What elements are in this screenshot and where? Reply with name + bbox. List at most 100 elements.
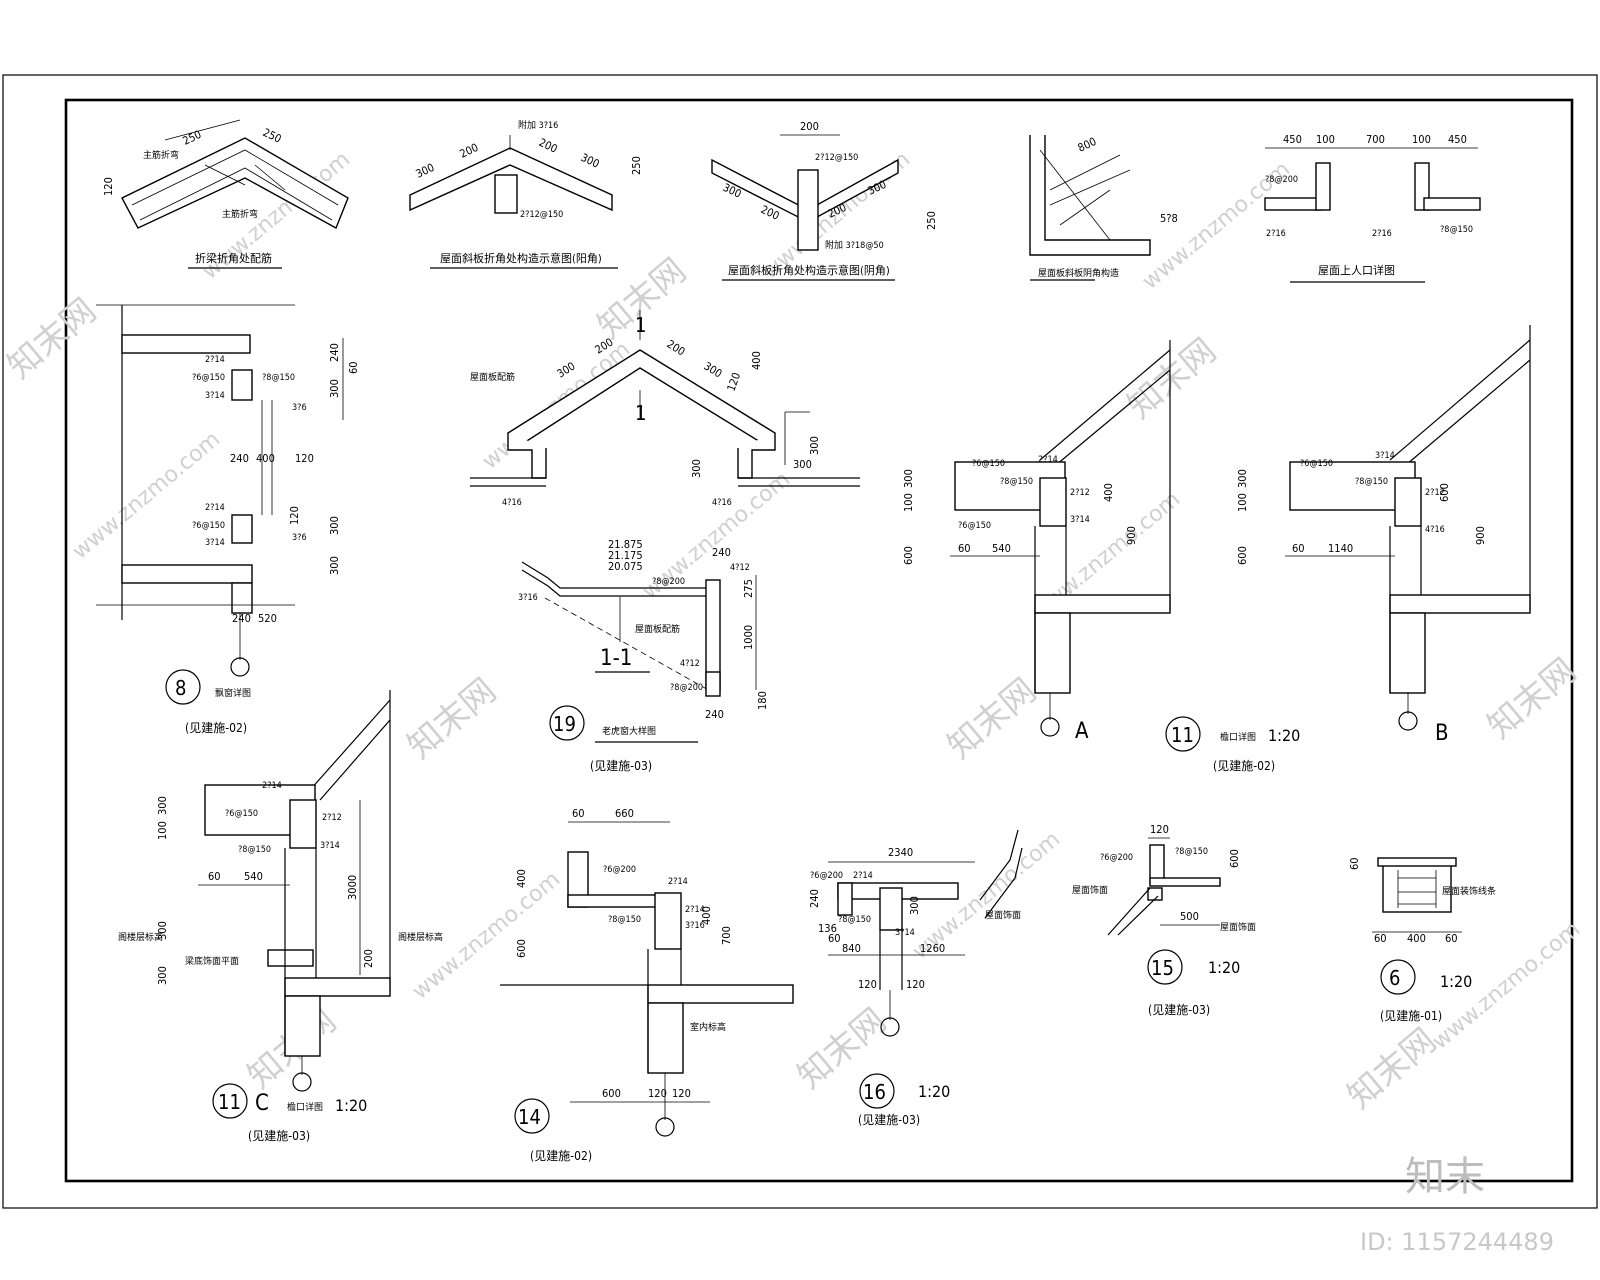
dim: 240 bbox=[230, 452, 249, 465]
detail-mark: A bbox=[1075, 719, 1089, 744]
label: ?8@150 bbox=[262, 373, 295, 383]
dim: 240 bbox=[808, 889, 821, 908]
dim: 300 bbox=[1236, 469, 1249, 488]
inner-border bbox=[64, 98, 1574, 1183]
detail-number-circle bbox=[1165, 716, 1201, 752]
dim: 5?8 bbox=[1160, 212, 1178, 225]
label: 主筋折弯 bbox=[143, 149, 179, 161]
detail-number: 16 bbox=[863, 1080, 886, 1104]
detail-number-circle bbox=[1147, 949, 1183, 985]
detail-15: 120 ?6@200 ?8@150 屋面饰面 屋面饰面 600 500 15 1… bbox=[1072, 823, 1256, 1017]
label: 屋面装饰线条 bbox=[1442, 885, 1496, 897]
detail-scale: 1:20 bbox=[1440, 972, 1472, 991]
dim: 60 bbox=[1292, 542, 1305, 555]
dim: 60 bbox=[1445, 932, 1458, 945]
detail-16: 2340 ?6@200 2?14 ?8@150 3?14 屋面饰面 240 13… bbox=[808, 829, 1023, 1127]
dim: 300 bbox=[328, 379, 341, 398]
dim: 240 bbox=[712, 546, 731, 559]
detail-eave-a: ?6@150 2?14 ?8@150 2?12 3?14 ?6@150 300 … bbox=[902, 340, 1171, 744]
detail-number: 19 bbox=[553, 712, 576, 736]
watermark-brand: 知末网 bbox=[1480, 651, 1584, 747]
dim: 120 bbox=[295, 452, 314, 465]
dim: 60 bbox=[1374, 932, 1387, 945]
label: 2?12 bbox=[322, 813, 342, 823]
dim: 600 bbox=[902, 546, 915, 565]
dim: 275 bbox=[742, 579, 755, 598]
dim: 450 bbox=[1283, 133, 1302, 146]
detail-ref: (见建施-02) bbox=[1213, 759, 1275, 773]
label: ?8@150 bbox=[608, 915, 641, 925]
dim: 600 bbox=[1228, 849, 1241, 868]
dim: 520 bbox=[258, 612, 277, 625]
detail-mark: C bbox=[255, 1091, 269, 1116]
dim: 450 bbox=[1448, 133, 1467, 146]
label: 屋面板配筋 bbox=[635, 623, 680, 635]
label: 2?12@150 bbox=[815, 153, 858, 163]
dim: 120 bbox=[906, 978, 925, 991]
detail-number: 14 bbox=[518, 1105, 541, 1129]
dim: 240 bbox=[328, 343, 341, 362]
dim: 300 bbox=[579, 151, 602, 171]
elevation: 21.875 bbox=[608, 538, 643, 551]
detail-title: 老虎窗大样图 bbox=[602, 725, 656, 737]
dim: 700 bbox=[1366, 133, 1385, 146]
detail-number-circle bbox=[1380, 959, 1416, 995]
label: 4?16 bbox=[712, 498, 732, 508]
dim: 100 bbox=[1412, 133, 1431, 146]
label: ?8@150 bbox=[1175, 847, 1208, 857]
image-id: ID: 1157244489 bbox=[1360, 1228, 1554, 1256]
detail-title: 檐口详图 bbox=[1220, 731, 1256, 743]
section-mark: 1 bbox=[635, 401, 646, 425]
detail-title: 飘窗详图 bbox=[215, 687, 251, 699]
dim: 600 bbox=[1236, 546, 1249, 565]
label: ?6@150 bbox=[192, 521, 225, 531]
label: ?6@200 bbox=[603, 865, 636, 875]
label: 4?16 bbox=[1425, 525, 1445, 535]
label: 3?6 bbox=[292, 533, 307, 543]
dim: 1140 bbox=[1328, 542, 1353, 555]
label: 屋面饰面 bbox=[1072, 884, 1108, 896]
dim: 60 bbox=[208, 870, 221, 883]
dim: 300 bbox=[808, 436, 821, 455]
dim: 600 bbox=[515, 939, 528, 958]
dim: 120 bbox=[102, 177, 115, 196]
detail-number: 11 bbox=[1171, 723, 1194, 747]
section-mark: 1 bbox=[635, 313, 646, 337]
dim: 600 bbox=[1438, 483, 1451, 502]
label: ?6@150 bbox=[958, 521, 991, 531]
detail-title: 屋面板斜板阴角构造 bbox=[1038, 267, 1119, 279]
dim: 60 bbox=[572, 807, 585, 820]
label: 3?16 bbox=[685, 921, 705, 931]
label: 2?16 bbox=[1266, 229, 1286, 239]
dim: 300 bbox=[908, 896, 921, 915]
watermark-brand: 知末网 bbox=[400, 671, 504, 767]
label: 4?12 bbox=[730, 563, 750, 573]
label: ?8@150 bbox=[1355, 477, 1388, 487]
detail-title: 折梁折角处配筋 bbox=[195, 251, 272, 265]
dim: 100 bbox=[156, 821, 169, 840]
detail-14: 60 660 ?6@200 2?14 2?14 ?8@150 3?16 室内标高… bbox=[500, 807, 794, 1163]
label: 3?14 bbox=[320, 841, 340, 851]
dim: 300 bbox=[701, 360, 724, 381]
label: 3?6 bbox=[292, 403, 307, 413]
detail-mark: B bbox=[1435, 721, 1449, 746]
detail-ref: (见建施-01) bbox=[1380, 1009, 1442, 1023]
label: 2?14 bbox=[262, 781, 282, 791]
dim: 60 bbox=[828, 932, 841, 945]
detail-title: 屋面斜板折角处构造示意图(阳角) bbox=[440, 251, 602, 265]
detail-title: 檐口详图 bbox=[287, 1101, 323, 1113]
label: ?8@150 bbox=[838, 915, 871, 925]
label: 2?12 bbox=[1070, 488, 1090, 498]
dim: 120 bbox=[725, 371, 744, 393]
label: 2?12 bbox=[1425, 488, 1445, 498]
label: ?6@150 bbox=[225, 809, 258, 819]
label: ?8@200 bbox=[1265, 175, 1298, 185]
dim: 300 bbox=[328, 516, 341, 535]
dim: 120 bbox=[648, 1087, 667, 1100]
label: 阁楼层标高 bbox=[118, 931, 163, 943]
label: 2?14 bbox=[205, 503, 225, 513]
dim: 1260 bbox=[920, 942, 945, 955]
detail-number-circle bbox=[212, 1083, 248, 1119]
detail-scale: 1:20 bbox=[1268, 726, 1300, 745]
dim: 300 bbox=[690, 459, 703, 478]
